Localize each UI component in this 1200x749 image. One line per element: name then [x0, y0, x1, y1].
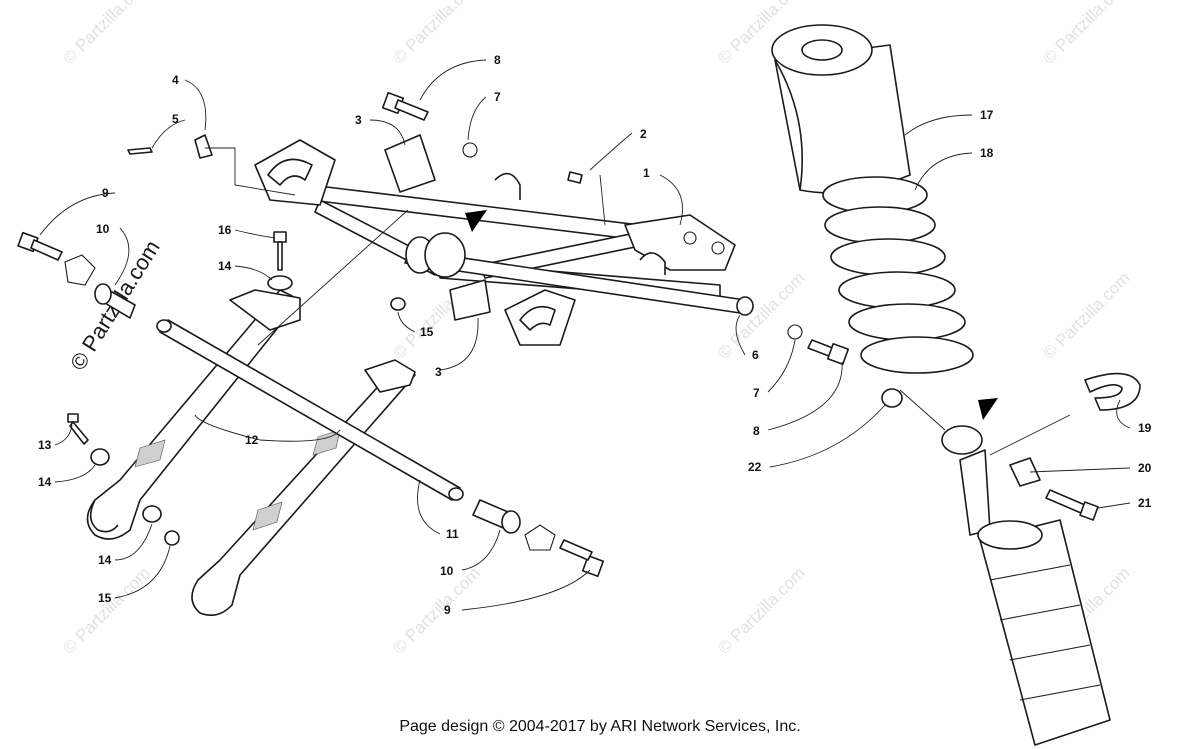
bolt-top-left	[17, 231, 96, 286]
callout-14-mid: 14	[98, 553, 112, 567]
arrow-marker-right	[978, 398, 998, 420]
swing-arm-frame	[254, 139, 736, 346]
leader-lines	[39, 59, 1131, 611]
watermark: © Partzilla.com	[1039, 268, 1133, 362]
callout-21: 21	[1138, 496, 1152, 510]
rivet-4	[194, 134, 213, 159]
bolt-21	[1045, 489, 1099, 521]
bolt-16	[273, 231, 287, 271]
callout-12: 12	[245, 433, 259, 447]
callout-1: 1	[643, 166, 650, 180]
spring-18	[822, 176, 974, 374]
callout-15-upper: 15	[420, 325, 434, 339]
callout-2: 2	[640, 127, 647, 141]
callout-17: 17	[980, 108, 994, 122]
sleeve-20	[1009, 457, 1041, 487]
callout-15-lower: 15	[98, 591, 112, 605]
pin-5	[127, 147, 153, 155]
callout-9-bottom: 9	[444, 603, 451, 617]
bump-stop-17	[771, 24, 911, 194]
washer-14-mid	[142, 505, 162, 523]
callout-3-bottom: 3	[435, 365, 442, 379]
watermark: © Partzilla.com	[59, 0, 153, 68]
watermark: © Partzilla.com	[714, 268, 808, 362]
watermark: © Partzilla.com	[59, 563, 153, 657]
nut-15-upper	[390, 297, 406, 311]
bushing-bottom	[449, 279, 491, 321]
washer-7-top	[462, 142, 478, 158]
footer-copyright: Page design © 2004-2017 by ARI Network S…	[399, 718, 801, 735]
callout-13: 13	[38, 438, 52, 452]
washer-7-right	[787, 324, 803, 340]
callout-14-lower: 14	[38, 475, 52, 489]
cross-shaft	[156, 319, 464, 501]
callout-11: 11	[446, 527, 459, 541]
nut-22	[881, 388, 903, 408]
pivot-tube	[404, 232, 754, 316]
bolt-8-top	[381, 91, 429, 121]
callout-16: 16	[218, 223, 232, 237]
callout-7-right: 7	[753, 386, 760, 400]
rail-arm-left	[86, 289, 301, 540]
bushing-top	[384, 134, 436, 193]
watermark: © Partzilla.com	[1039, 0, 1133, 68]
arrow-marker-left	[465, 210, 487, 232]
watermark: © Partzilla.com	[389, 0, 483, 68]
callout-14-upper: 14	[218, 259, 232, 273]
callout-labels: 1 2 3 3 4 5 6 7 7 8 8 9 9 10 10 11 12 13…	[38, 53, 1152, 617]
callout-19: 19	[1138, 421, 1152, 435]
washer-14-upper	[267, 275, 293, 291]
callout-20: 20	[1138, 461, 1152, 475]
bolt-8-right	[807, 339, 850, 366]
callout-4: 4	[172, 73, 179, 87]
spacer-top-left	[94, 283, 136, 319]
callout-9-top: 9	[102, 186, 109, 200]
callout-22: 22	[748, 460, 762, 474]
grease-fitting-2	[567, 171, 583, 184]
callout-10-top: 10	[96, 222, 110, 236]
clip-19	[1084, 372, 1141, 411]
callout-3-top: 3	[355, 113, 362, 127]
callout-8-right: 8	[753, 424, 760, 438]
watermark: © Partzilla.com	[389, 563, 483, 657]
callout-8-top: 8	[494, 53, 501, 67]
spacer-bottom-right	[472, 499, 521, 534]
callout-18: 18	[980, 146, 994, 160]
callout-5: 5	[172, 112, 179, 126]
nut-15-lower	[164, 530, 180, 546]
bolt-bottom-right	[524, 524, 605, 578]
watermark: © Partzilla.com	[714, 563, 808, 657]
callout-10-bottom: 10	[440, 564, 454, 578]
callout-6: 6	[752, 348, 759, 362]
shock-absorber	[941, 425, 1111, 746]
callout-7-top: 7	[494, 90, 501, 104]
bolt-13	[67, 413, 89, 445]
washer-14-lower	[90, 448, 110, 466]
